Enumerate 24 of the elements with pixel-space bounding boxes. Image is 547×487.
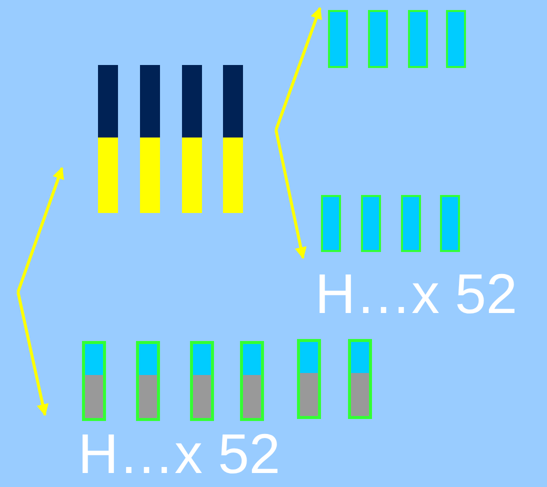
chromosome-bar: [297, 339, 321, 419]
chromosome-bar: [348, 339, 372, 419]
chromosome-bar: [368, 10, 388, 68]
arrow: [16, 292, 49, 416]
count-label: H…x 52: [78, 426, 280, 482]
chromosome-bar: [140, 65, 160, 213]
arrow: [274, 130, 307, 260]
chromosome-bar: [240, 341, 264, 421]
chromosome-bar: [136, 341, 160, 421]
chromosome-bar: [446, 10, 466, 68]
chromosome-bar: [82, 341, 106, 421]
chromosome-bar: [321, 195, 341, 252]
chromosome-bar: [182, 65, 202, 213]
chromosome-bar: [401, 195, 421, 252]
arrow: [16, 166, 64, 292]
chromosome-bar: [190, 341, 214, 421]
chromosome-bar: [440, 195, 460, 252]
count-label: H…x 52: [315, 266, 518, 322]
chromosome-bar: [361, 195, 381, 252]
chromosome-bar: [328, 10, 348, 68]
chromosome-bar: [408, 10, 428, 68]
chromosome-bar: [223, 65, 243, 213]
arrow: [274, 6, 322, 130]
chromosome-bar: [98, 65, 118, 213]
